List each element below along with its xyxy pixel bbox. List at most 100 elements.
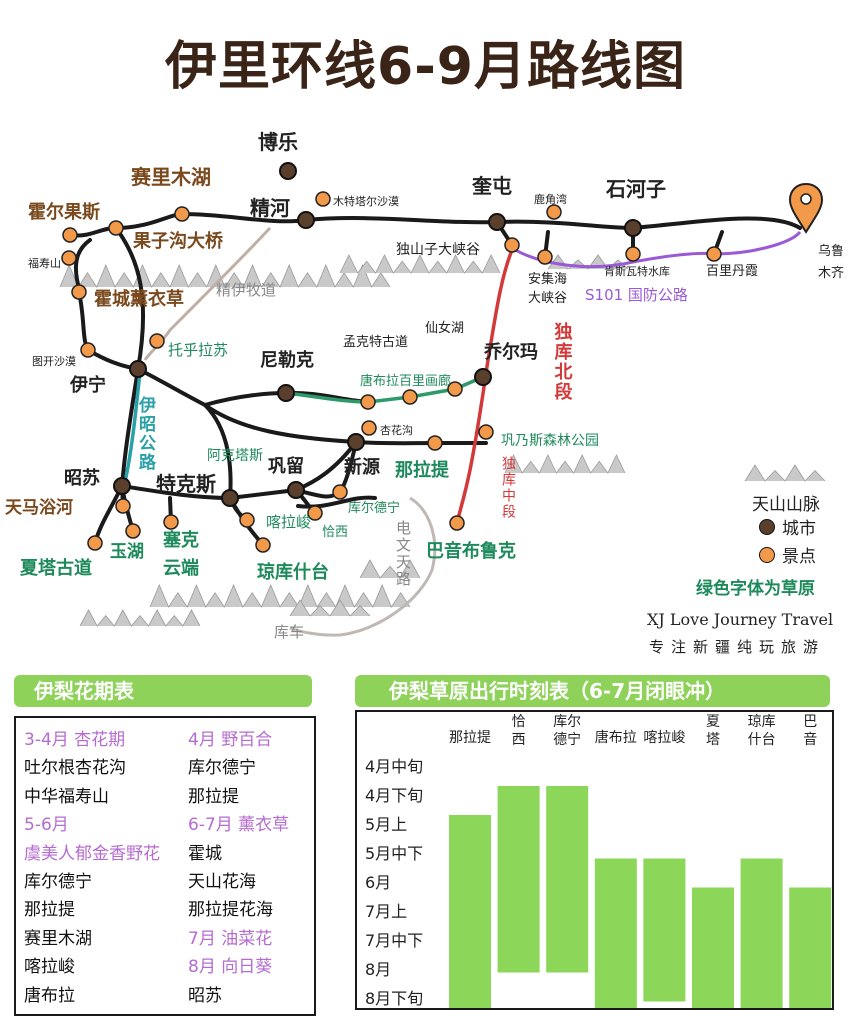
spot-marker [360, 394, 376, 410]
bloom-right-item-0: 4月 野百合 [188, 730, 273, 750]
schedule-bar-label: 西 [512, 732, 526, 748]
spot-marker [62, 227, 78, 243]
urumqi-pin-icon [788, 182, 824, 234]
road-segment [93, 484, 124, 545]
bloom-left-item-6: 那拉提 [24, 900, 75, 921]
bloom-left-item-1: 吐尔根杏花沟 [24, 758, 126, 779]
map-label-zhaosu: 昭苏 [64, 467, 100, 489]
schedule-bar-label: 巴 [803, 714, 817, 730]
map-label-gongnaisi: 巩乃斯森林公园 [501, 433, 599, 449]
s101-road [511, 230, 802, 269]
bloom-right-item-2: 那拉提 [188, 786, 239, 807]
schedule-bar [692, 887, 734, 1008]
city-marker [129, 360, 147, 378]
spot-marker [149, 333, 165, 349]
road-segment [68, 211, 802, 238]
schedule-period-label: 4月中旬 [365, 757, 423, 776]
schedule-bar-label: 库尔 [553, 714, 581, 730]
mountain-range [339, 254, 501, 274]
schedule-title: 伊梨草原出行时刻表（6-7月闭眼冲） [355, 675, 830, 707]
schedule-bar-label: 恰 [512, 714, 526, 730]
map-label-lujiaowan: 鹿角湾 [534, 192, 567, 206]
spot-marker [163, 514, 179, 530]
map-label-jinghe: 精河 [250, 196, 290, 220]
schedule-period-label: 7月中下 [365, 931, 423, 950]
bloom-left-item-4: 虞美人郁金香野花 [24, 843, 160, 864]
legend-spot-label: 景点 [782, 547, 816, 567]
mountain-range [547, 254, 629, 270]
bloom-right-item-1: 库尔德宁 [188, 758, 256, 779]
spot-marker [239, 512, 255, 528]
mountain-range [359, 559, 421, 579]
schedule-bar [789, 887, 832, 1008]
map-labels: 博乐赛里木湖精河木特塔尔沙漠奎屯鹿角湾石河子霍尔果斯果子沟大桥福寿山独山子大峡谷… [5, 130, 844, 641]
map-label-sailimu: 赛里木湖 [130, 165, 211, 189]
legend-city-label: 城市 [782, 519, 816, 539]
tangbula-road [285, 375, 484, 404]
city-marker [347, 433, 365, 451]
bloom-left-item-0: 3-4月 杏花期 [24, 730, 126, 750]
spot-marker [447, 381, 463, 397]
map-label-xiannvhu: 仙女湖 [425, 320, 464, 336]
road-segment [114, 226, 146, 371]
map-label-nalati: 那拉提 [395, 459, 450, 481]
map-label-dukubei: 独库北段 [552, 321, 573, 402]
spot-marker [307, 505, 323, 521]
road-segment [120, 367, 140, 488]
brand-chinese: 专注新疆纯玩旅游 [649, 638, 826, 656]
map-label-niluke: 尼勒克 [260, 349, 314, 371]
schedule-period-label: 8月下旬 [365, 989, 423, 1008]
brand-english: XJ Love Journey Travel [647, 610, 834, 629]
spot-marker [61, 250, 77, 266]
bloom-left-item-8: 喀拉峻 [24, 957, 75, 978]
route-map: 博乐赛里木湖精河木特塔尔沙漠奎屯鹿角湾石河子霍尔果斯果子沟大桥福寿山独山子大峡谷… [5, 130, 844, 641]
bloom-left-item-2: 中华福寿山 [24, 786, 109, 807]
schedule-bar-label: 塔 [706, 732, 720, 748]
bloom-left-item-5: 库尔德宁 [24, 872, 92, 893]
city-marker [624, 219, 642, 237]
schedule-period-label: 5月中下 [365, 844, 423, 863]
mountain-range [149, 583, 411, 608]
map-label-kuerdening: 库尔德宁 [348, 500, 400, 516]
spot-marker [402, 389, 418, 405]
spot-marker [71, 284, 87, 300]
schedule-period-label: 5月上 [365, 815, 407, 834]
bloom-right-item-5: 天山花海 [188, 872, 256, 893]
map-label-anjihai2: 大峡谷 [528, 291, 567, 306]
spot-marker [537, 249, 553, 265]
duku-highway [455, 249, 514, 524]
bloom-right-item-8: 8月 向日葵 [188, 957, 273, 978]
map-label-tekesi: 特克斯 [156, 472, 216, 496]
schedule-bar [643, 858, 686, 1002]
schedule-bar-label: 唐布拉 [595, 729, 637, 746]
map-label-yuhu: 玉湖 [110, 542, 144, 562]
bloom-right-item-9: 昭苏 [188, 985, 222, 1006]
map-label-guozigou: 果子沟大桥 [132, 230, 224, 252]
mountain-range [79, 609, 201, 627]
map-label-dushanzi: 独山子大峡谷 [396, 242, 480, 258]
schedule-bar [546, 786, 589, 973]
legend-spot-marker [759, 547, 775, 563]
schedule-bar-label: 那拉提 [449, 730, 491, 746]
city-marker [113, 477, 131, 495]
spot-marker [125, 523, 141, 539]
legend-city-marker [759, 519, 775, 535]
spot-marker [625, 246, 641, 262]
map-label-yunduan: 云端 [163, 558, 199, 579]
schedule-bar-label: 夏 [706, 714, 720, 730]
road-segment [203, 403, 488, 446]
bloom-right-item-6: 那拉提花海 [188, 900, 273, 921]
yizhao-road [123, 371, 142, 483]
bloom-table-title: 伊梨花期表 [14, 675, 312, 707]
map-label-qiaoerma: 乔尔玛 [483, 341, 538, 363]
map-label-muter: 木特塔尔沙漠 [333, 194, 399, 208]
map-label-gongliu: 巩留 [268, 455, 304, 477]
bloom-right-item-4: 霍城 [188, 843, 222, 864]
road-segment [136, 367, 370, 408]
mountain-range [289, 599, 371, 617]
map-label-huocheng: 霍城薰衣草 [94, 288, 184, 310]
tianshan-mountains [59, 254, 826, 627]
map-label-bayinbuluke: 巴音布鲁克 [426, 540, 516, 562]
